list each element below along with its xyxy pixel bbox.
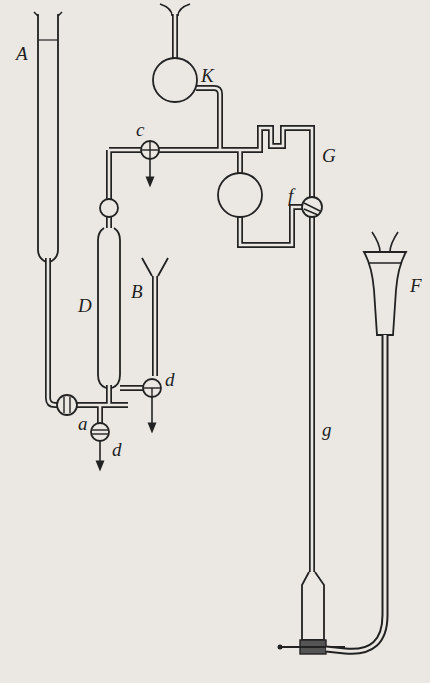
tube-bore bbox=[48, 14, 312, 572]
liquid-level bbox=[368, 262, 402, 263]
levelling-bulb-f bbox=[364, 252, 406, 335]
bulb-d bbox=[100, 199, 118, 217]
funnel-f bbox=[372, 232, 398, 252]
part-letter: a bbox=[78, 414, 88, 433]
bulb bbox=[218, 173, 262, 217]
screw-head bbox=[278, 645, 283, 650]
vessel-d bbox=[98, 228, 120, 388]
reservoir-g bbox=[302, 572, 324, 640]
hose-bore bbox=[326, 335, 385, 651]
funnel-b bbox=[142, 258, 168, 276]
part-letter: B bbox=[131, 282, 143, 301]
part-letter: K bbox=[201, 66, 214, 85]
funnel-k bbox=[160, 4, 190, 16]
part-letter: f bbox=[288, 186, 293, 205]
stopcock-bores bbox=[64, 142, 320, 434]
stopcock-f bbox=[302, 197, 322, 217]
burette-lip bbox=[34, 12, 62, 16]
part-letter: F bbox=[410, 276, 422, 295]
stopcock-d bbox=[91, 423, 109, 441]
stopcock-c bbox=[141, 141, 159, 159]
stopcock-a bbox=[57, 395, 77, 415]
rubber-hose bbox=[326, 335, 385, 651]
part-letter: d bbox=[165, 370, 175, 389]
part-letter: c bbox=[136, 120, 144, 139]
burette-a bbox=[38, 14, 58, 262]
part-letter: g bbox=[322, 420, 332, 439]
outlet-arrows bbox=[100, 159, 152, 466]
part-letter: G bbox=[322, 146, 336, 165]
stopcock-d bbox=[143, 379, 161, 397]
stopcocks bbox=[57, 141, 322, 441]
bulb-k bbox=[153, 58, 197, 102]
part-letter: A bbox=[16, 44, 28, 63]
part-letter: D bbox=[78, 296, 92, 315]
part-letter: d bbox=[112, 440, 122, 459]
tube-outline bbox=[48, 14, 312, 572]
liquid-level bbox=[38, 39, 58, 40]
